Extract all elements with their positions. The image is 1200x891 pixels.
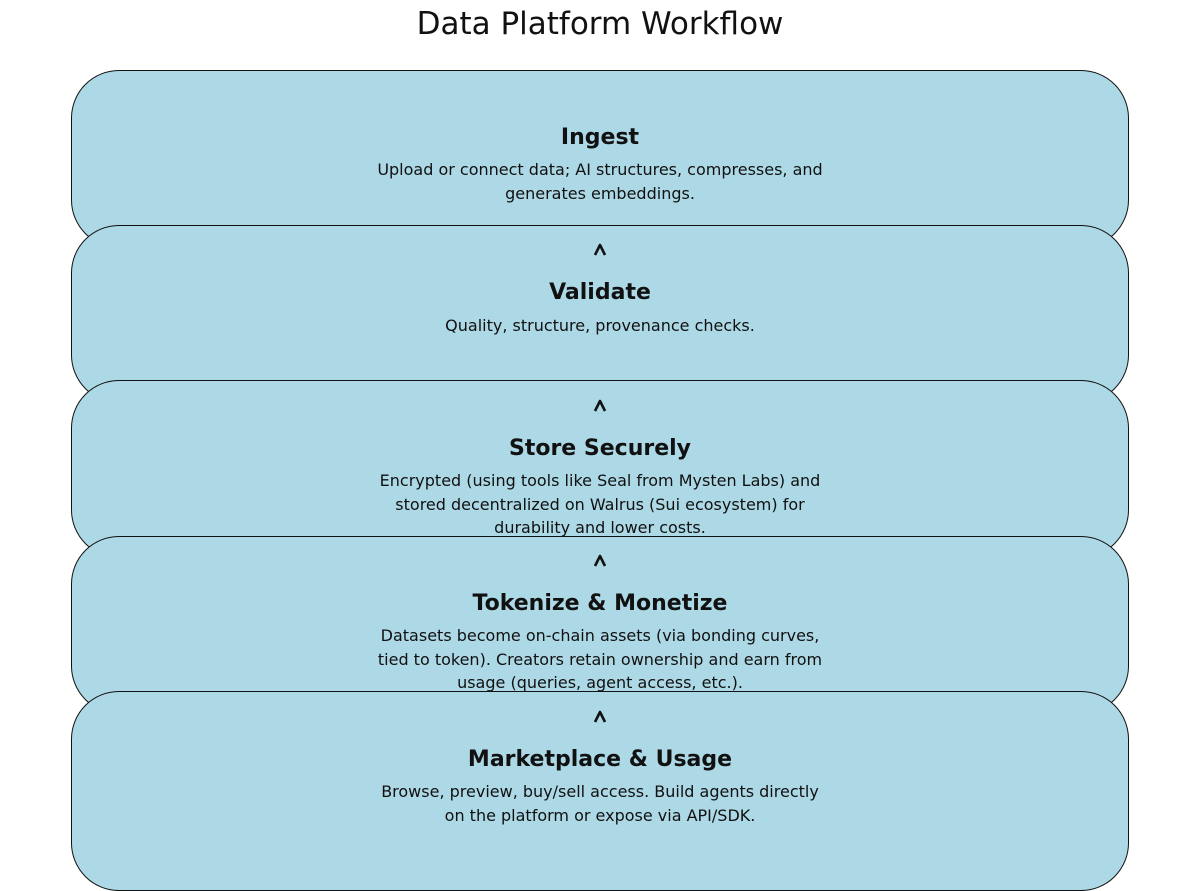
stage-ingest: Ingest Upload or connect data; AI struct… [71,70,1129,248]
stage-title: Validate [549,280,651,305]
stage-description: Datasets become on-chain assets (via bon… [377,626,823,692]
arrow-icon [589,553,611,569]
stage-validate: Validate Quality, structure, provenance … [71,225,1129,403]
stage-title: Store Securely [508,436,692,461]
stage-marketplace-usage: Marketplace & Usage Browse, preview, buy… [71,691,1129,891]
arrow-icon [589,398,611,414]
stage-title: Marketplace & Usage [467,747,733,772]
diagram-title: Data Platform Workflow [416,6,784,42]
stage-tokenize-monetize: Tokenize & Monetize Datasets become on-c… [71,536,1129,714]
arrow-icon [589,709,611,725]
stage-description: Encrypted (using tools like Seal from My… [379,471,821,537]
arrow-icon [589,242,611,258]
stage-description: Quality, structure, provenance checks. [445,316,755,335]
stage-description: Upload or connect data; AI structures, c… [377,160,823,203]
stage-store-securely: Store Securely Encrypted (using tools li… [71,380,1129,558]
stage-title: Ingest [560,125,640,150]
stage-title: Tokenize & Monetize [472,591,728,616]
stage-description: Browse, preview, buy/sell access. Build … [381,782,819,825]
